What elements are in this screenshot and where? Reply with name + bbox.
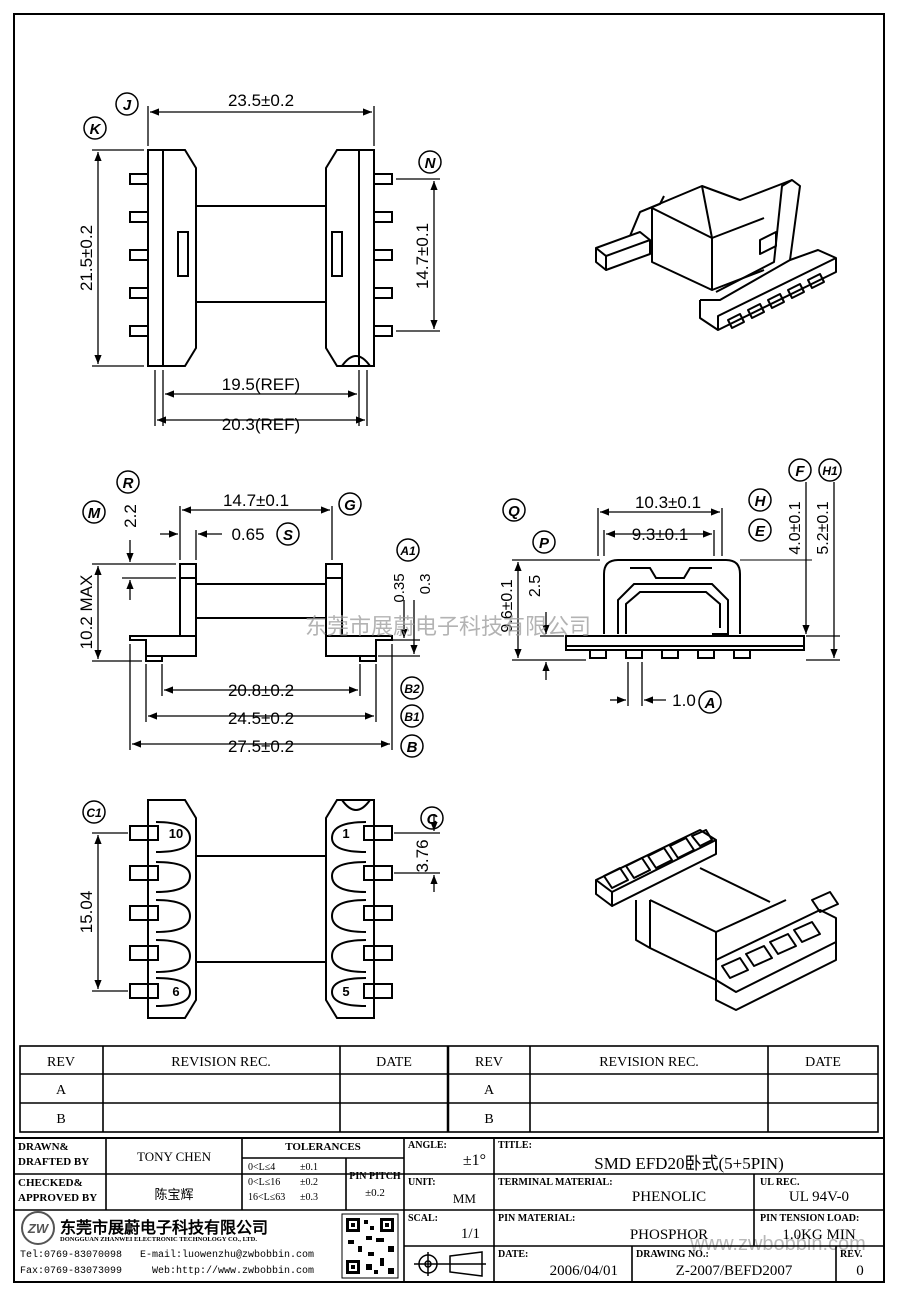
svg-text:H1: H1 <box>822 464 838 478</box>
title-block <box>13 1137 885 1283</box>
projection-symbol <box>414 1251 486 1277</box>
company-logo: ZW <box>21 1211 55 1245</box>
svg-text:M: M <box>88 505 101 522</box>
dim-bot-c: 3.76 <box>413 839 432 872</box>
marker-B2: B2 <box>400 676 424 700</box>
rev-row-a-left: A <box>56 1083 67 1098</box>
marker-B: B <box>400 734 424 758</box>
top-view-dims <box>92 106 440 426</box>
marker-M: M <box>82 500 106 524</box>
svg-text:J: J <box>123 97 132 114</box>
svg-text:H: H <box>755 493 767 510</box>
dim-bot-c1: 15.04 <box>77 891 96 934</box>
rev-header-date-right: DATE <box>805 1055 841 1070</box>
dim-side-a1b: 0.3 <box>417 574 434 595</box>
dim-end-f: 4.0±0.1 <box>787 501 804 554</box>
marker-C1: C1 <box>82 800 106 824</box>
dim-side-top: 14.7±0.1 <box>223 491 289 510</box>
svg-text:ZW: ZW <box>27 1221 50 1236</box>
dim-side-thick: 0.65 <box>231 525 264 544</box>
dim-end-q: 9.6±0.1 <box>499 579 516 632</box>
rev-header-rev-left: REV <box>47 1055 75 1070</box>
pin-5-label: 5 <box>342 984 349 999</box>
svg-text:K: K <box>90 121 102 138</box>
rev-header-date-left: DATE <box>376 1055 412 1070</box>
revision-table <box>19 1045 879 1133</box>
dim-side-b1: 24.5±0.2 <box>228 709 294 728</box>
svg-text:A: A <box>704 695 716 712</box>
dim-side-b2: 20.8±0.2 <box>228 681 294 700</box>
svg-text:R: R <box>123 475 134 492</box>
svg-text:G: G <box>344 497 356 514</box>
rev-header-rev-right: REV <box>475 1055 503 1070</box>
dim-top-width: 23.5±0.2 <box>228 91 294 110</box>
dim-side-a1: 0.35 <box>391 573 408 602</box>
marker-K: K <box>83 116 107 140</box>
rev-header-rec-right: REVISION REC. <box>599 1055 699 1070</box>
watermark-site: www.zwbobbin.com <box>689 1233 866 1255</box>
iso-view-bottom <box>595 829 839 1011</box>
marker-A: A <box>698 690 722 714</box>
svg-text:C1: C1 <box>86 806 102 820</box>
marker-Q: Q <box>502 498 526 522</box>
dim-top-height: 21.5±0.2 <box>77 225 96 291</box>
dim-end-p: 2.5 <box>527 575 544 597</box>
svg-text:S: S <box>283 527 293 544</box>
rev-row-a-right: A <box>484 1083 495 1098</box>
svg-text:E: E <box>755 523 766 540</box>
end-view <box>565 559 805 659</box>
marker-G: G <box>338 492 362 516</box>
marker-H1: H1 <box>818 458 842 482</box>
dim-side-height: 10.2 MAX <box>77 575 96 650</box>
side-view <box>129 563 393 662</box>
svg-text:N: N <box>425 155 437 172</box>
top-view <box>129 149 393 367</box>
svg-text:B2: B2 <box>404 682 420 696</box>
dim-top-pin-span: 14.7±0.1 <box>413 223 432 289</box>
dim-side-b: 27.5±0.2 <box>228 737 294 756</box>
bottom-view-dims <box>92 814 440 992</box>
svg-text:P: P <box>539 535 550 552</box>
dim-top-ref2: 20.3(REF) <box>222 415 300 434</box>
marker-N: N <box>418 150 442 174</box>
dim-end-e: 9.3±0.1 <box>632 525 689 544</box>
marker-S: S <box>276 522 300 546</box>
marker-H: H <box>748 488 772 512</box>
end-view-dims <box>512 482 840 706</box>
marker-F: F <box>788 458 812 482</box>
svg-text:C: C <box>427 811 439 828</box>
side-view-dims <box>92 506 420 750</box>
dim-end-h: 10.3±0.1 <box>635 493 701 512</box>
dim-side-r: 2.2 <box>121 504 140 528</box>
qr-code <box>341 1213 399 1279</box>
rev-header-rec-left: REVISION REC. <box>171 1055 271 1070</box>
svg-text:Q: Q <box>508 503 520 520</box>
pin-1-label: 1 <box>342 826 349 841</box>
dim-top-ref1: 19.5(REF) <box>222 375 300 394</box>
pin-6-label: 6 <box>172 984 179 999</box>
svg-text:A1: A1 <box>399 544 416 558</box>
iso-view-top <box>595 179 837 331</box>
marker-J: J <box>115 92 139 116</box>
marker-R: R <box>116 470 140 494</box>
bottom-view <box>129 799 393 1019</box>
marker-E: E <box>748 518 772 542</box>
marker-B1: B1 <box>400 704 424 728</box>
marker-C: C <box>420 806 444 830</box>
rev-row-b-right: B <box>484 1112 493 1127</box>
dim-end-a: 1.0 <box>672 691 696 710</box>
marker-P: P <box>532 530 556 554</box>
rev-row-b-left: B <box>56 1112 65 1127</box>
watermark-company: 东莞市展蔚电子科技有限公司 <box>305 614 591 639</box>
dim-end-h1: 5.2±0.1 <box>815 501 832 554</box>
svg-text:F: F <box>795 463 805 480</box>
svg-text:B: B <box>407 739 418 756</box>
svg-text:B1: B1 <box>404 710 420 724</box>
marker-A1: A1 <box>396 538 420 562</box>
pin-10-label: 10 <box>169 826 183 841</box>
